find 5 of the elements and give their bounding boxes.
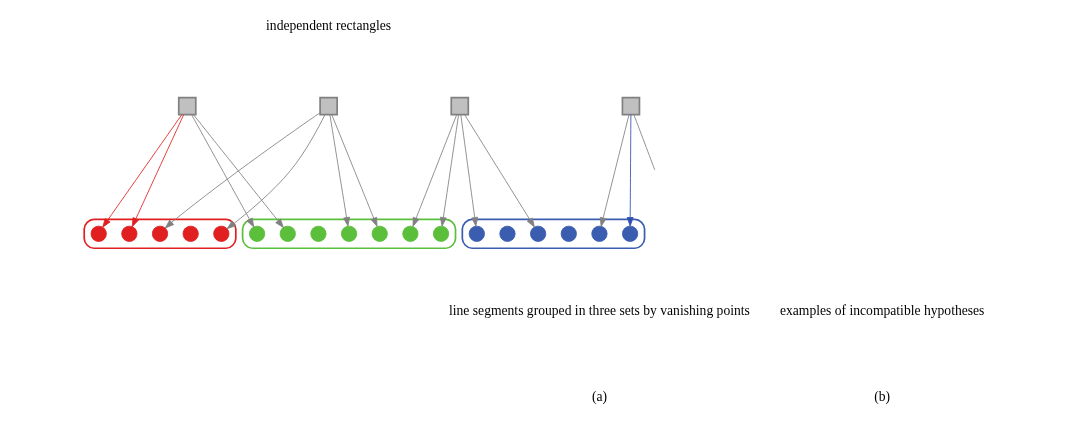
label: line segments grouped in three sets by vanishing points (448, 303, 750, 319)
label: independent rectangles (265, 18, 391, 34)
label: (a) (591, 389, 607, 405)
label: (b) (873, 389, 890, 405)
label: examples of incompatible hypotheses (779, 303, 984, 319)
